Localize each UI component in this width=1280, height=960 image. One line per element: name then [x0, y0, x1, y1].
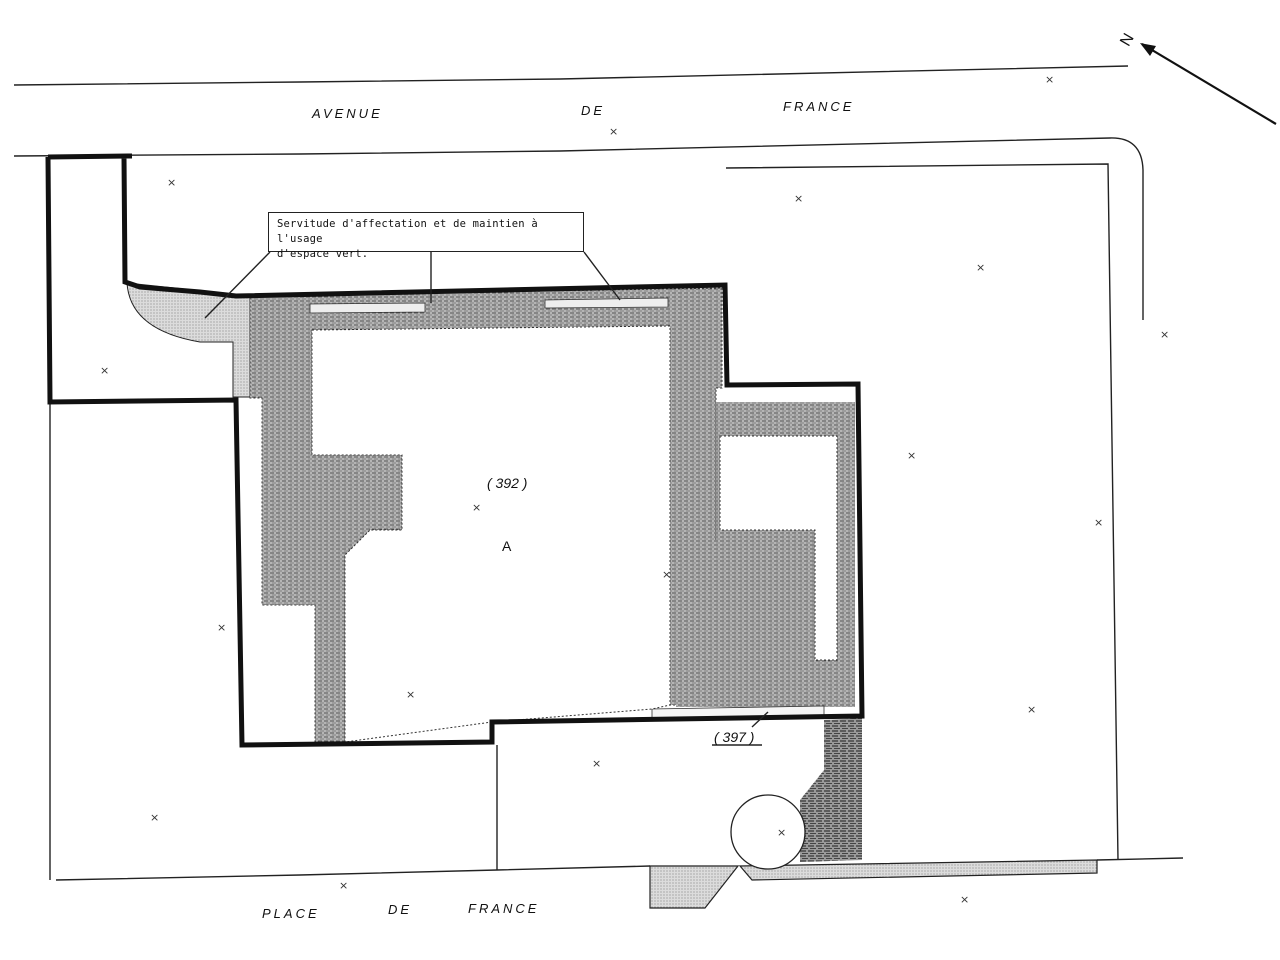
survey-marker-icon: ×: [167, 176, 176, 189]
survey-marker-icon: ×: [662, 568, 671, 581]
annotation-leaders: [204, 251, 769, 746]
place-de-france-street: [55, 857, 1184, 881]
survey-marker-icon: ×: [777, 826, 786, 839]
street-word-de-bottom: DE: [388, 902, 412, 917]
survey-marker-icon: ×: [1045, 73, 1054, 86]
neighbour-parcels: [49, 163, 1119, 880]
survey-marker-icon: ×: [217, 621, 226, 634]
street-word-france-bottom: FRANCE: [468, 901, 539, 916]
survey-marker-icon: ×: [1160, 328, 1169, 341]
survey-marker-icon: ×: [609, 125, 618, 138]
survey-marker-icon: ×: [472, 501, 481, 514]
street-word-de: DE: [581, 103, 605, 118]
zone-label-a: A: [502, 538, 512, 554]
survey-marker-icon: ×: [406, 688, 415, 701]
servitude-annotation-box: Servitude d'affectation et de maintien à…: [268, 212, 584, 260]
property-boundary: [45, 153, 865, 748]
street-word-place: PLACE: [262, 906, 320, 921]
parcel-label-392: ( 392 ): [487, 475, 527, 491]
survey-marker-icon: ×: [592, 757, 601, 770]
roundabout-circle: [730, 794, 806, 870]
survey-marker-icon: ×: [150, 811, 159, 824]
svg-text:N: N: [1117, 31, 1138, 50]
north-arrow-icon: N: [1117, 31, 1277, 125]
survey-marker-icon: ×: [1094, 516, 1103, 529]
parcel-label-397: ( 397 ): [714, 729, 754, 745]
survey-marker-icon: ×: [1027, 703, 1036, 716]
parcel-a-interior: [311, 325, 671, 743]
avenue-de-france-street: [13, 65, 1144, 320]
street-word-france: FRANCE: [783, 99, 854, 114]
survey-marker-icon: ×: [794, 192, 803, 205]
survey-marker-icon: ×: [907, 449, 916, 462]
survey-marker-icon: ×: [960, 893, 969, 906]
survey-marker-icon: ×: [339, 879, 348, 892]
survey-markers: × × × × × × × × × × × × × × × × × × ×: [100, 73, 1169, 906]
street-word-avenue: AVENUE: [311, 106, 383, 121]
survey-marker-icon: ×: [976, 261, 985, 274]
survey-marker-icon: ×: [100, 364, 109, 377]
servitude-annotation-line1: Servitude d'affectation et de maintien à…: [277, 218, 538, 245]
green-space-hatching: [126, 282, 1098, 909]
servitude-annotation-line2: d'espace vert.: [277, 248, 369, 260]
